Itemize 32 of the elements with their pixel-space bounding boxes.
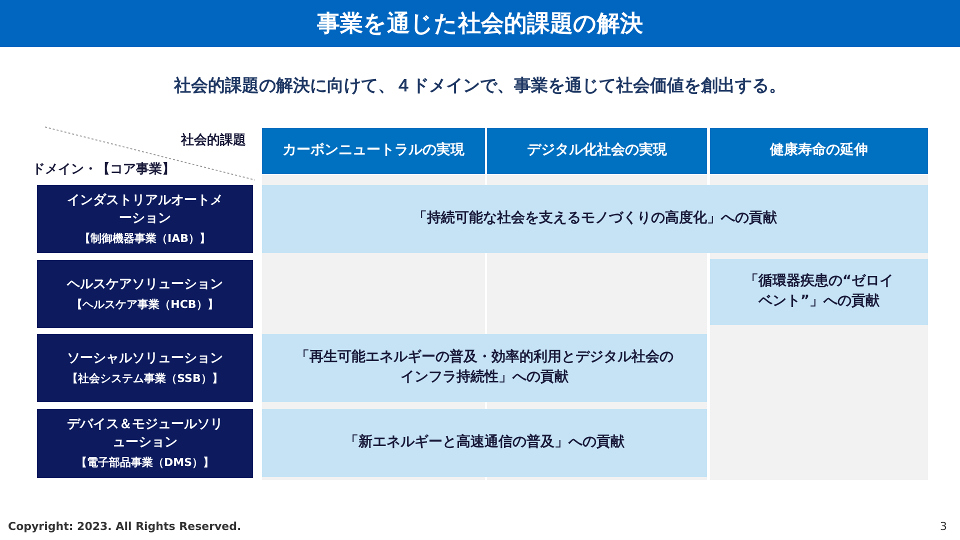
title-bar: 事業を通じた社会的課題の解決	[0, 0, 960, 47]
box-text: カーボンニュートラルの実現	[282, 141, 464, 160]
box-text: 「持続可能な社会を支えるモノづくりの高度化」への貢献	[413, 209, 777, 228]
box-text: デバイス＆モジュールソリューション	[66, 416, 224, 452]
contribution-box	[262, 334, 707, 402]
business-label: 【制御機器事業（IAB）】	[80, 230, 210, 246]
business-label: 【電子部品事業（DMS）】	[76, 455, 214, 471]
domain-box	[37, 409, 253, 478]
box-text: インダストリアルオートメーション	[66, 192, 224, 228]
column-header	[487, 128, 707, 174]
domain-box	[37, 260, 253, 328]
axis-label: ドメイン・【コア事業】	[32, 161, 175, 178]
domain-box	[37, 334, 253, 402]
box-text: デジタル化社会の実現	[527, 141, 667, 160]
page-number: 3	[940, 520, 947, 533]
business-label: 【ヘルスケア事業（HCB）】	[72, 296, 218, 312]
column-header	[710, 128, 928, 174]
box-text: 「再生可能エネルギーの普及・効率的利用とデジタル社会のインフラ持続性」への貢献	[294, 348, 674, 387]
box-text: 「循環器疾患の“ゼロイベント”」への貢献	[743, 272, 895, 311]
axis-label: 社会的課題	[180, 132, 246, 149]
box-text: 「新エネルギーと高速通信の普及」への貢献	[344, 433, 624, 452]
contribution-box	[262, 185, 928, 253]
box-text: ヘルスケアソリューション	[67, 276, 223, 294]
column-header	[262, 128, 485, 174]
subtitle: 社会的課題の解決に向けて、４ドメインで、事業を通じて社会価値を創出する。	[172, 75, 787, 97]
copyright-text: Copyright: 2023. All Rights Reserved.	[8, 520, 242, 533]
box-text: 健康寿命の延伸	[770, 141, 868, 160]
contribution-box	[262, 409, 707, 477]
box-text: ソーシャルソリューション	[67, 350, 223, 368]
domain-box	[37, 185, 253, 253]
business-label: 【社会システム事業（SSB）】	[67, 370, 223, 386]
contribution-box	[710, 259, 928, 325]
